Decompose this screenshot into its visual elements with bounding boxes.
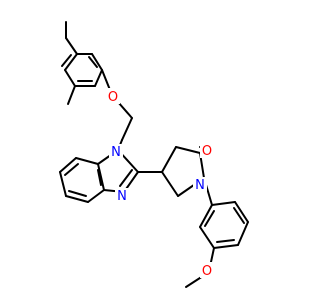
nitrogen-atom: N — [193, 177, 207, 193]
molecule-structure: O N N O N O — [59, 21, 249, 288]
bond — [65, 37, 78, 55]
bond — [117, 101, 133, 119]
bond — [61, 54, 72, 67]
bond — [87, 189, 105, 203]
atom-label-o-carbonyl: O — [202, 144, 212, 159]
atom-label-n-pyrrolidinone: N — [195, 178, 205, 193]
bond — [65, 195, 89, 203]
bond — [199, 226, 215, 249]
atom-label-layer: O N N O N O — [106, 88, 214, 279]
bond — [233, 207, 245, 224]
oxygen-atom: O — [106, 88, 120, 105]
bond — [161, 146, 177, 173]
bond — [175, 146, 201, 154]
nitrogen-atom: N — [109, 144, 123, 160]
bond — [94, 69, 103, 87]
bond — [211, 201, 236, 206]
bond — [68, 190, 87, 197]
bond — [97, 163, 105, 191]
oxygen-atom: O — [200, 262, 214, 279]
bond — [59, 171, 67, 197]
bond — [97, 169, 102, 186]
bond-layer — [59, 21, 249, 288]
bond — [199, 204, 213, 228]
bond — [204, 210, 215, 227]
bond — [101, 69, 111, 91]
bond — [64, 53, 78, 71]
atom-label-o-ether: O — [108, 90, 118, 105]
bond — [161, 171, 179, 197]
bond — [59, 157, 77, 173]
bond — [210, 247, 215, 263]
bond — [64, 69, 76, 87]
bond — [213, 244, 239, 249]
bond — [234, 201, 249, 223]
atom-label-n-benzimidazole-1: N — [111, 145, 121, 160]
bond — [91, 53, 103, 71]
bond — [75, 157, 99, 165]
bond — [216, 239, 235, 243]
oxygen-atom: O — [200, 142, 214, 159]
bond — [121, 117, 133, 141]
bond — [88, 56, 98, 68]
bond — [67, 85, 76, 105]
atom-label-o-methoxy: O — [202, 264, 212, 279]
bond — [64, 163, 79, 176]
bond — [119, 169, 133, 187]
nitrogen-atom: N — [115, 188, 129, 204]
atom-label-n-benzimidazole-3: N — [117, 189, 127, 204]
bond — [237, 221, 249, 246]
